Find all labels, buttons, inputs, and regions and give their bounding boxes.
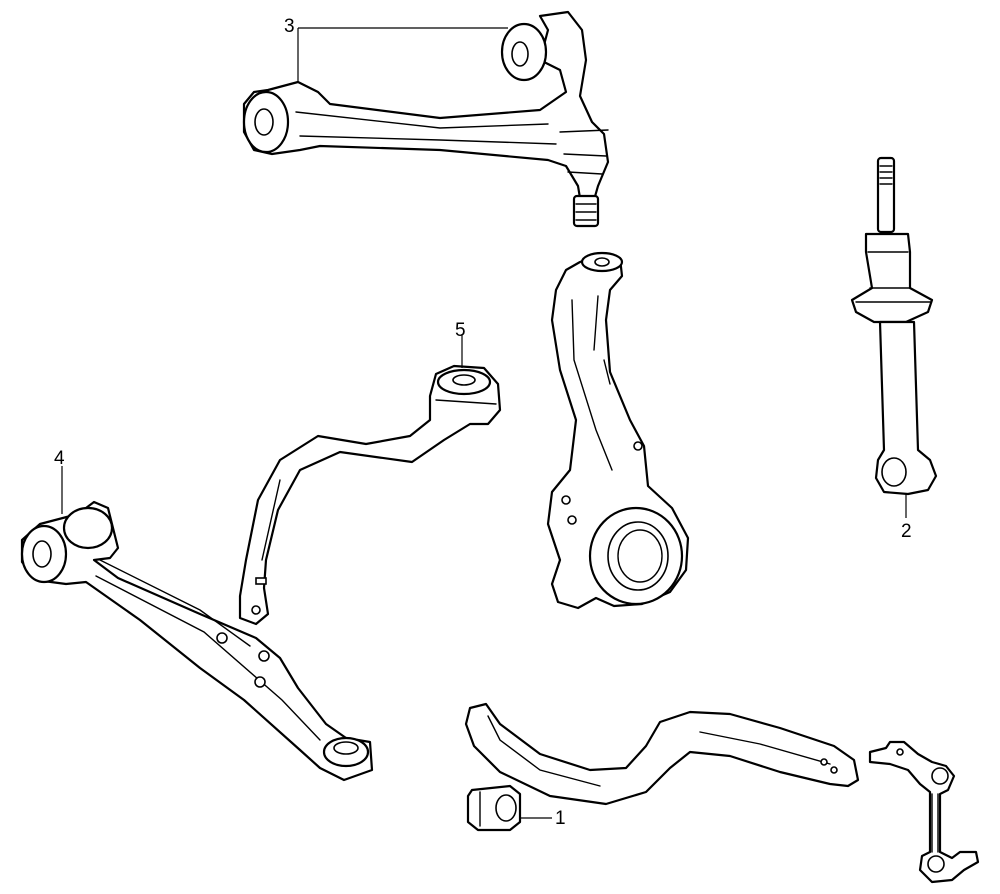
upper-control-arm — [242, 10, 610, 228]
stabilizer-link — [868, 740, 980, 884]
callout-1: 1 — [555, 808, 566, 829]
callout-3: 3 — [284, 16, 295, 37]
stabilizer-bushing — [466, 784, 552, 832]
compression-arm — [238, 334, 502, 626]
shock-absorber — [850, 156, 938, 518]
callout-2: 2 — [901, 521, 912, 542]
stabilizer-bar — [464, 702, 860, 806]
lower-control-arm — [20, 466, 374, 782]
steering-knuckle — [546, 251, 690, 610]
callout-5: 5 — [455, 320, 466, 341]
callout-4: 4 — [54, 448, 65, 469]
